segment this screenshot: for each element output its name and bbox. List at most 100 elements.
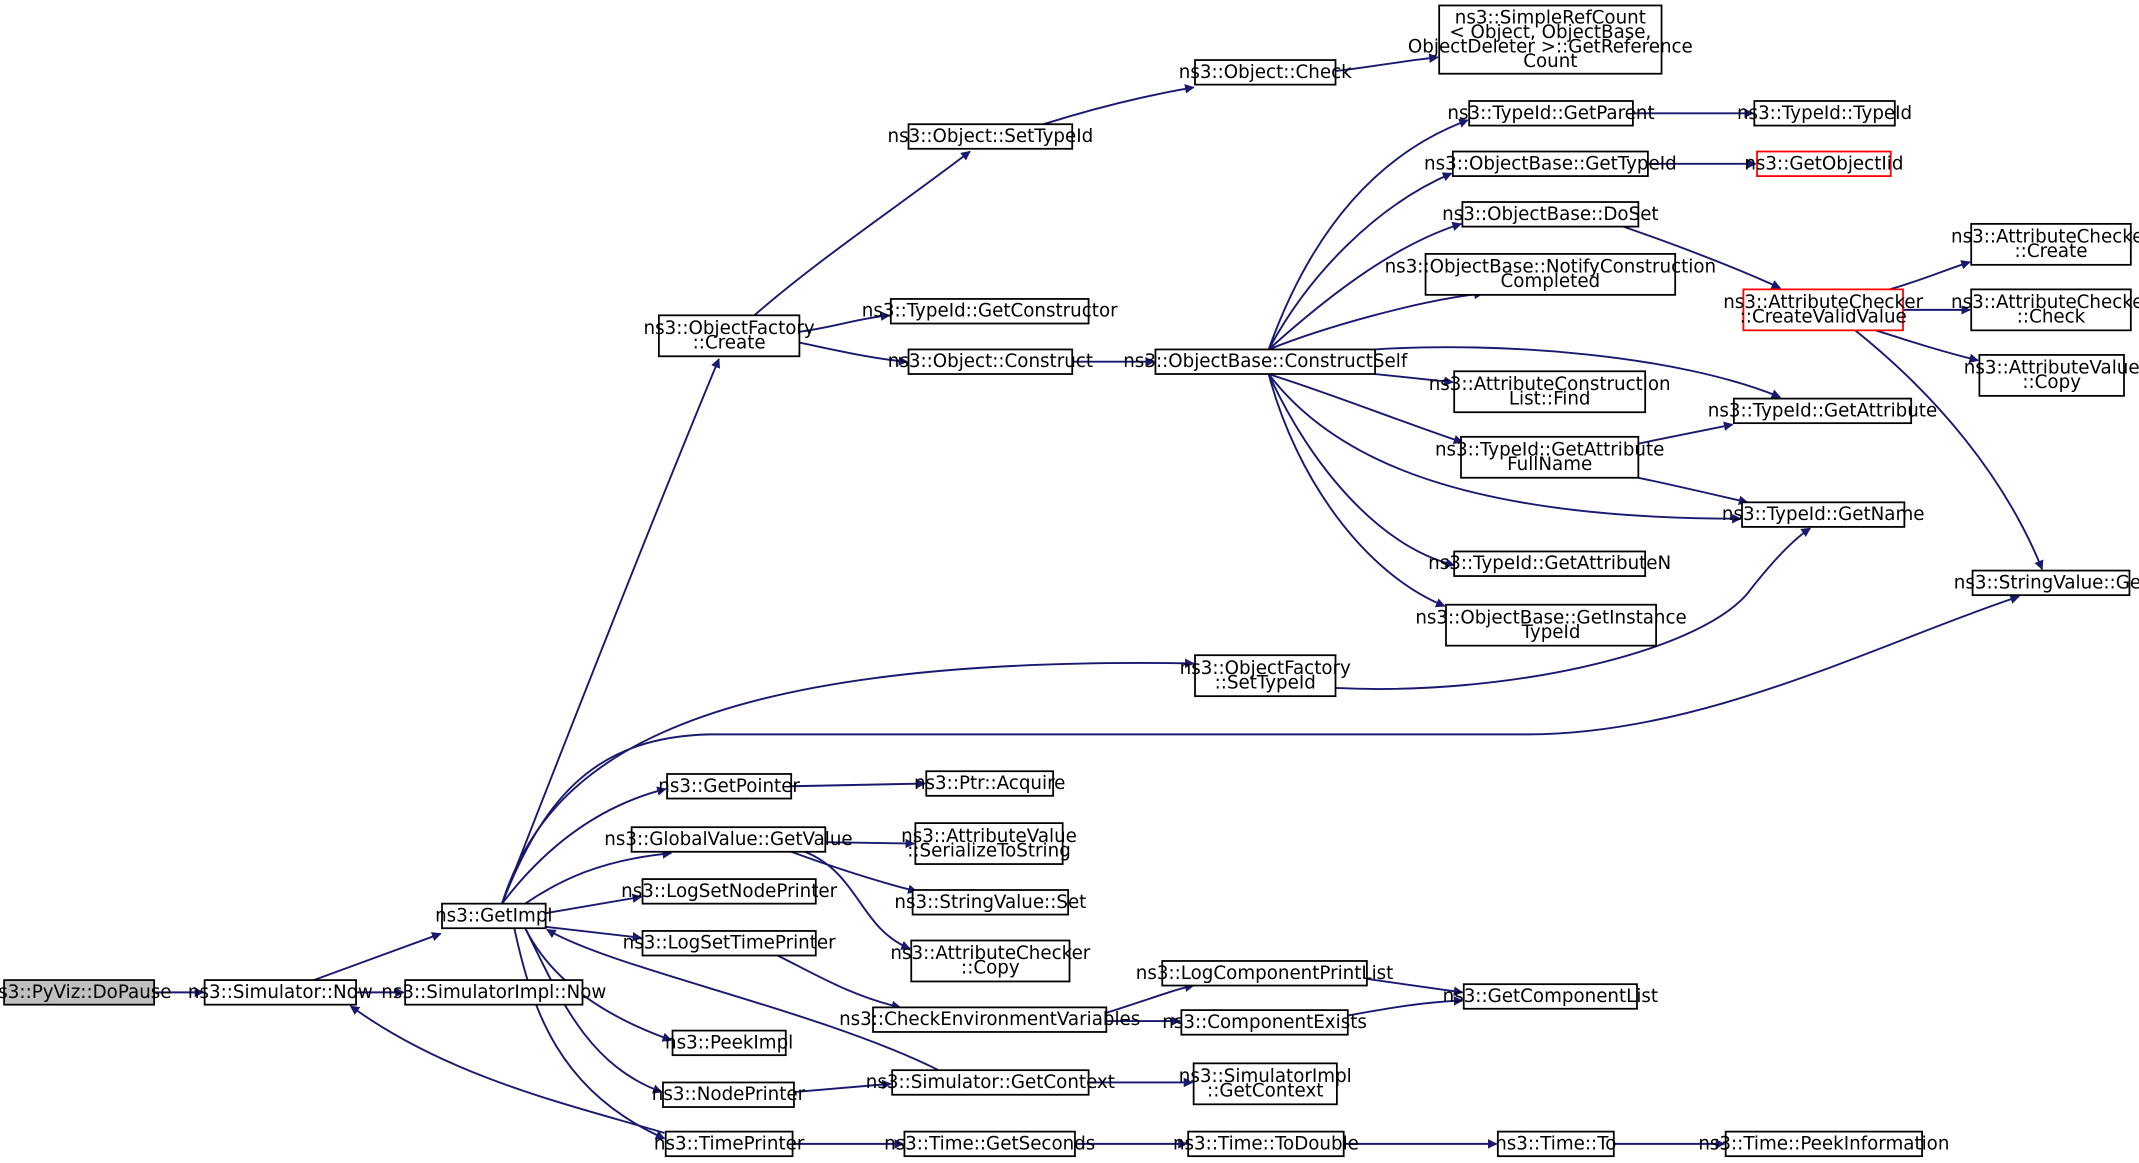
node-gvget-value[interactable]: ns3::GlobalValue::GetValue [604, 826, 853, 853]
node-sim-impl-get-context[interactable]: ns3::SimulatorImpl::GetContext [1179, 1062, 1352, 1106]
call-edge [1623, 225, 1782, 289]
node-log-time[interactable]: ns3::LogSetTimePrinter [623, 930, 837, 957]
node-label: ns3::Ptr::Acquire [914, 773, 1065, 794]
node-get-attr-n[interactable]: ns3::TypeId::GetAttributeN [1428, 550, 1671, 577]
call-edge [501, 358, 721, 904]
node-log-node[interactable]: ns3::LogSetNodePrinter [621, 878, 838, 905]
node-get-parent[interactable]: ns3::TypeId::GetParent [1447, 100, 1655, 127]
node-get-attribute[interactable]: ns3::TypeId::GetAttribute [1708, 397, 1937, 425]
node-do-set[interactable]: ns3::ObjectBase::DoSet [1442, 201, 1659, 228]
node-obget-type-id[interactable]: ns3::ObjectBase::GetTypeId [1424, 150, 1677, 177]
node-check-env[interactable]: ns3::CheckEnvironmentVariables [839, 1006, 1140, 1033]
call-edge [1043, 84, 1195, 126]
node-ptr-acquire[interactable]: ns3::Ptr::Acquire [914, 770, 1065, 797]
node-ofset-type-id[interactable]: ns3::ObjectFactory::SetTypeId [1180, 654, 1351, 698]
node-sim-get-context[interactable]: ns3::Simulator::GetContext [866, 1069, 1115, 1096]
node-time-printer[interactable]: ns3::TimePrinter [654, 1130, 805, 1158]
node-label: List::Find [1509, 388, 1591, 409]
node-time-to-double[interactable]: ns3::Time::ToDouble [1173, 1130, 1359, 1158]
node-obj-construct[interactable]: ns3::Object::Construct [888, 348, 1093, 375]
node-box [1460, 435, 1640, 479]
node-box [907, 348, 1074, 375]
node-label: ns3::Simulator::GetContext [866, 1072, 1115, 1093]
node-do-pause[interactable]: ns3::PyViz::DoPause [0, 979, 172, 1006]
node-box [1970, 288, 2132, 332]
node-get-object-iid[interactable]: ns3::GetObjectIid [1744, 150, 1903, 177]
node-avcopy[interactable]: ns3::AttributeValue::Copy [1964, 354, 2139, 397]
node-string-set[interactable]: ns3::StringValue::Set [894, 889, 1086, 916]
node-accreate-valid[interactable]: ns3::AttributeChecker::CreateValidValue [1723, 288, 1924, 332]
node-label: ns3::TypeId::GetParent [1447, 103, 1654, 124]
node-string-get[interactable]: ns3::StringValue::Get [1954, 569, 2139, 597]
node-label: ns3::AttributeValue [1964, 358, 2139, 379]
call-edge [501, 658, 1195, 904]
node-label: ns3::ObjectBase::DoSet [1442, 204, 1658, 225]
node-label: ns3::Object::Construct [888, 351, 1093, 372]
node-accopy[interactable]: ns3::AttributeChecker::Copy [890, 939, 1091, 983]
node-type-id-type-id[interactable]: ns3::TypeId::TypeId [1737, 100, 1912, 127]
node-peek-impl[interactable]: ns3::PeekImpl [665, 1029, 793, 1057]
node-label: ns3::StringValue::Get [1954, 572, 2139, 593]
node-box [1445, 603, 1657, 647]
node-box [889, 298, 1090, 325]
node-time-to[interactable]: ns3::Time::To [1495, 1130, 1616, 1158]
node-label: ns3::LogSetNodePrinter [621, 881, 837, 902]
node-label: ns3::TypeId::TypeId [1737, 103, 1912, 124]
node-box [1724, 1130, 1923, 1158]
node-log-comp-print[interactable]: ns3::LogComponentPrintList [1136, 960, 1394, 987]
call-edge [513, 928, 666, 1140]
call-edge [1268, 373, 1464, 445]
node-box [1451, 150, 1649, 177]
node-obj-check[interactable]: ns3::Object::Check [1179, 59, 1352, 86]
node-time-peek[interactable]: ns3::Time::PeekInformation [1698, 1130, 1949, 1158]
node-label: ::SetTypeId [1215, 672, 1316, 693]
call-edge [1267, 373, 1446, 608]
node-label: ns3::Object::SetTypeId [888, 126, 1094, 147]
node-comp-exists[interactable]: ns3::ComponentExists [1162, 1009, 1367, 1036]
node-label: ObjectDeleter >::GetReference [1408, 36, 1693, 57]
node-box [1742, 288, 1904, 332]
node-box [1741, 501, 1906, 528]
node-simple-ref[interactable]: ns3::SimpleRefCount< Object, ObjectBase,… [1408, 4, 1693, 75]
node-sim-now[interactable]: ns3::Simulator::Now [188, 979, 373, 1006]
node-sim-impl-now[interactable]: ns3::SimulatorImpl::Now [381, 979, 606, 1006]
node-box [666, 773, 793, 800]
call-edge [1335, 53, 1439, 72]
node-get-constructor[interactable]: ns3::TypeId::GetConstructor [862, 298, 1118, 325]
node-get-comp-list[interactable]: ns3::GetComponentList [1443, 983, 1658, 1010]
call-edge [1854, 329, 2044, 571]
call-edge [804, 850, 911, 950]
node-time-get-seconds[interactable]: ns3::Time::GetSeconds [884, 1130, 1095, 1158]
node-set-type-id[interactable]: ns3::Object::SetTypeId [888, 123, 1094, 150]
node-box [1753, 100, 1896, 127]
node-get-impl[interactable]: ns3::GetImpl [435, 902, 553, 930]
node-avserialize[interactable]: ns3::AttributeValue::SerializeToString [901, 822, 1077, 865]
node-node-printer[interactable]: ns3::NodePrinter [652, 1081, 806, 1108]
node-accheck[interactable]: ns3::AttributeChecker::Check [1951, 288, 2139, 332]
node-label: ns3::AttributeChecker [1723, 292, 1923, 313]
node-label: ns3::LogComponentPrintList [1136, 963, 1394, 984]
node-label: ns3::ComponentExists [1162, 1012, 1367, 1033]
node-box [1161, 960, 1368, 987]
node-label: ns3::AttributeValue [901, 826, 1077, 847]
node-get-name[interactable]: ns3::TypeId::GetName [1722, 501, 1925, 528]
node-notify-constr[interactable]: ns3::ObjectBase::NotifyConstructionCompl… [1385, 253, 1716, 296]
node-get-pointer[interactable]: ns3::GetPointer [658, 773, 800, 800]
node-ofcreate[interactable]: ns3::ObjectFactory::Create [644, 314, 815, 358]
node-label: ::GetContext [1207, 1081, 1323, 1102]
node-label: ns3::TypeId::GetAttributeN [1428, 553, 1671, 574]
node-box [641, 930, 817, 957]
node-box [1756, 150, 1892, 177]
call-edge [501, 594, 2020, 904]
node-construct-self[interactable]: ns3::ObjectBase::ConstructSelf [1123, 348, 1408, 375]
node-label: ::SerializeToString [907, 840, 1071, 861]
call-edge [1375, 346, 1782, 399]
call-edge [793, 1079, 892, 1093]
node-accreate[interactable]: ns3::AttributeChecker::Create [1951, 222, 2139, 266]
node-box [1453, 370, 1647, 414]
node-label: ns3::ObjectFactory [644, 318, 815, 339]
